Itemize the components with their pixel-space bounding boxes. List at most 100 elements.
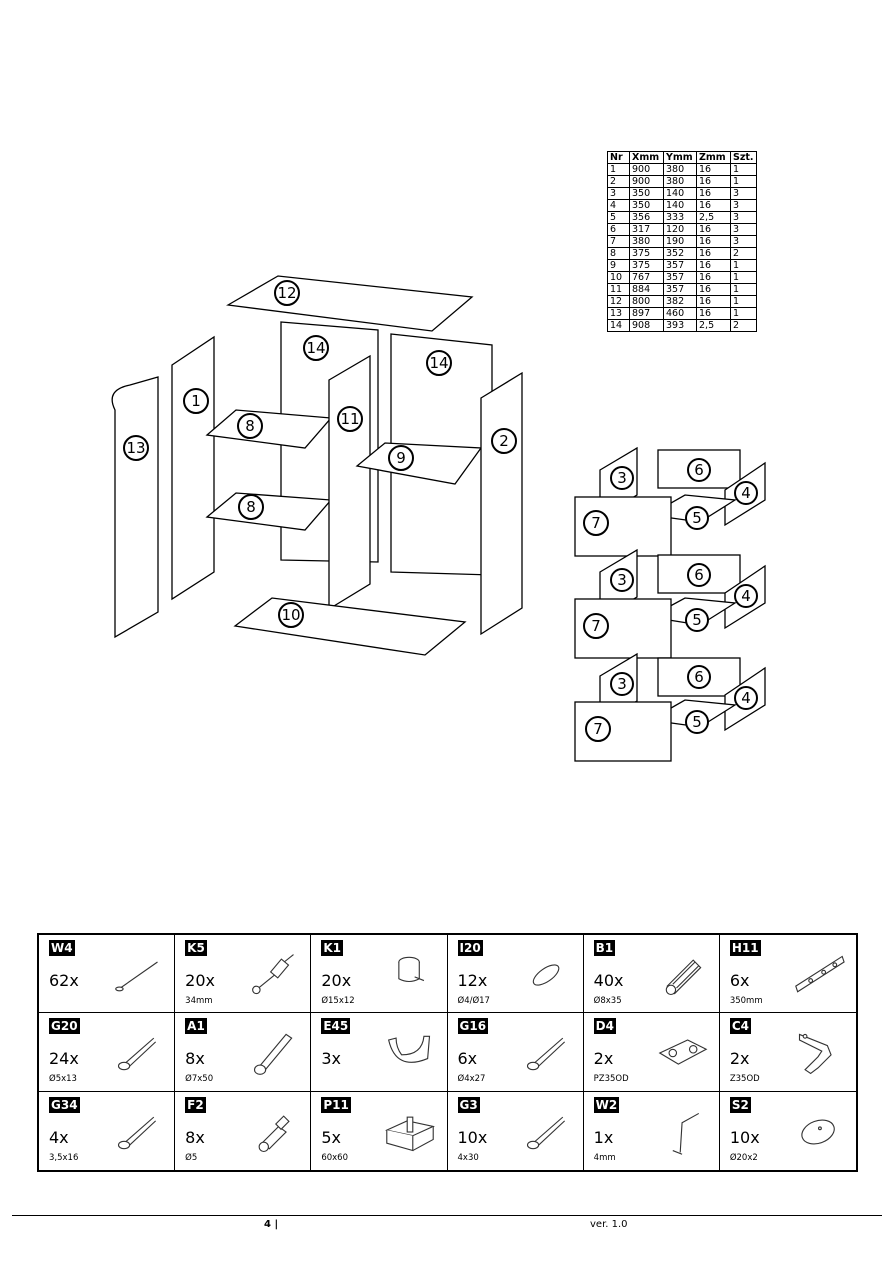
table-cell: 13: [607, 307, 630, 320]
drawer-1: [574, 446, 766, 557]
part-code: D4: [593, 1018, 616, 1035]
table-cell: 2,5: [696, 319, 731, 332]
panel-11: [328, 354, 371, 611]
drawer-3: [574, 652, 766, 762]
column-header: Szt.: [730, 151, 757, 164]
table-cell: 10: [607, 271, 630, 284]
table-cell: 16: [696, 259, 731, 272]
column-header: Ymm: [663, 151, 697, 164]
part-code: A1: [185, 1018, 207, 1035]
specification: Ø8x35: [593, 996, 622, 1006]
label-7: 7: [593, 720, 603, 738]
label-8: 8: [245, 417, 255, 435]
specification: Z35OD: [729, 1074, 760, 1085]
label-13: 13: [126, 439, 145, 457]
allen-key-icon: [672, 1112, 699, 1155]
drawer-runner-icon: [794, 955, 845, 993]
hardware-item-h11: H11 6x 350mm: [719, 935, 856, 1014]
table-cell: 16: [696, 199, 731, 212]
specification: 4mm: [593, 1152, 616, 1163]
panel-1: [171, 335, 215, 601]
label-9: 9: [396, 449, 406, 467]
table-cell: 897: [629, 307, 664, 320]
part-code: W2: [593, 1096, 620, 1113]
quantity: 20x: [321, 971, 352, 990]
label-3: 3: [617, 469, 627, 487]
table-cell: 1: [730, 307, 757, 320]
table-cell: 1: [730, 295, 757, 308]
table-cell: 333: [663, 211, 697, 224]
footer-divider: [12, 1215, 882, 1216]
cover-cap-icon: [532, 964, 559, 986]
table-cell: 1: [730, 163, 757, 176]
part-code: G20: [49, 1018, 80, 1035]
table-cell: 884: [629, 283, 664, 296]
part-code: G16: [457, 1018, 489, 1035]
table-cell: 2: [730, 247, 757, 260]
hardware-item-e45: E45 3x: [311, 1013, 448, 1092]
quantity: 40x: [593, 971, 624, 990]
table-cell: 6: [607, 223, 630, 236]
specification: PZ35OD: [593, 1074, 629, 1085]
table-cell: 16: [696, 163, 731, 176]
label-7: 7: [591, 617, 601, 635]
quantity: 5x: [321, 1127, 341, 1147]
table-cell: 16: [696, 223, 731, 236]
table-cell: 120: [663, 223, 697, 236]
label-4: 4: [741, 587, 751, 605]
hardware-item-g20: G20 24x Ø5x13: [39, 1013, 176, 1092]
table-cell: 375: [629, 259, 664, 272]
table-cell: 16: [696, 175, 731, 188]
screw-icon: [526, 1038, 565, 1071]
hardware-item-f2: F2 8x Ø5: [175, 1091, 312, 1170]
table-cell: 2: [730, 319, 757, 332]
table-cell: 380: [629, 235, 664, 248]
table-cell: 1: [730, 283, 757, 296]
specification: Ø20x2: [729, 1152, 758, 1163]
label-5: 5: [692, 713, 702, 731]
table-cell: 14: [607, 319, 630, 332]
hardware-list: W4 62x K5 20x 34mm K1 20x Ø15x12 I20 12x…: [37, 933, 858, 1172]
label-14: 14: [429, 354, 448, 372]
table-cell: 3: [607, 187, 630, 200]
table-cell: 3: [730, 199, 757, 212]
table-cell: 1: [730, 259, 757, 272]
hardware-item-w2: W2 1x 4mm: [584, 1091, 720, 1170]
specification: Ø15x12: [321, 996, 355, 1006]
table-cell: 11: [607, 283, 630, 296]
quantity: 10x: [457, 1127, 488, 1147]
specification: 350mm: [729, 996, 763, 1006]
hardware-item-s2: S2 10x Ø20x2: [720, 1092, 856, 1170]
quantity: 3x: [321, 1049, 341, 1069]
hardware-item-w4: W4 62x: [39, 935, 176, 1014]
table-cell: 356: [629, 211, 664, 224]
table-cell: 357: [663, 271, 697, 284]
table-cell: 12: [607, 295, 630, 308]
screw-icon: [526, 1116, 565, 1149]
quantity: 62x: [49, 971, 79, 990]
table-cell: 460: [663, 307, 697, 320]
handle-icon: [388, 1036, 431, 1064]
table-cell: 1: [730, 271, 757, 284]
hardware-item-k1: K1 20x Ø15x12: [311, 935, 448, 1014]
table-cell: 16: [696, 247, 731, 260]
hardware-item-i20: I20 12x Ø4/Ø17: [447, 935, 584, 1014]
cam-lock-icon: [398, 956, 425, 983]
label-3: 3: [617, 675, 627, 693]
table-cell: 2,5: [696, 211, 731, 224]
glide-pad-icon: [801, 1119, 835, 1145]
table-cell: 900: [629, 175, 664, 188]
label-14: 14: [306, 339, 325, 357]
table-cell: 8: [607, 247, 630, 260]
nail-icon: [115, 961, 158, 992]
shelf-pin-icon: [258, 1115, 290, 1152]
table-cell: 800: [629, 295, 664, 308]
part-code: K5: [185, 940, 207, 956]
